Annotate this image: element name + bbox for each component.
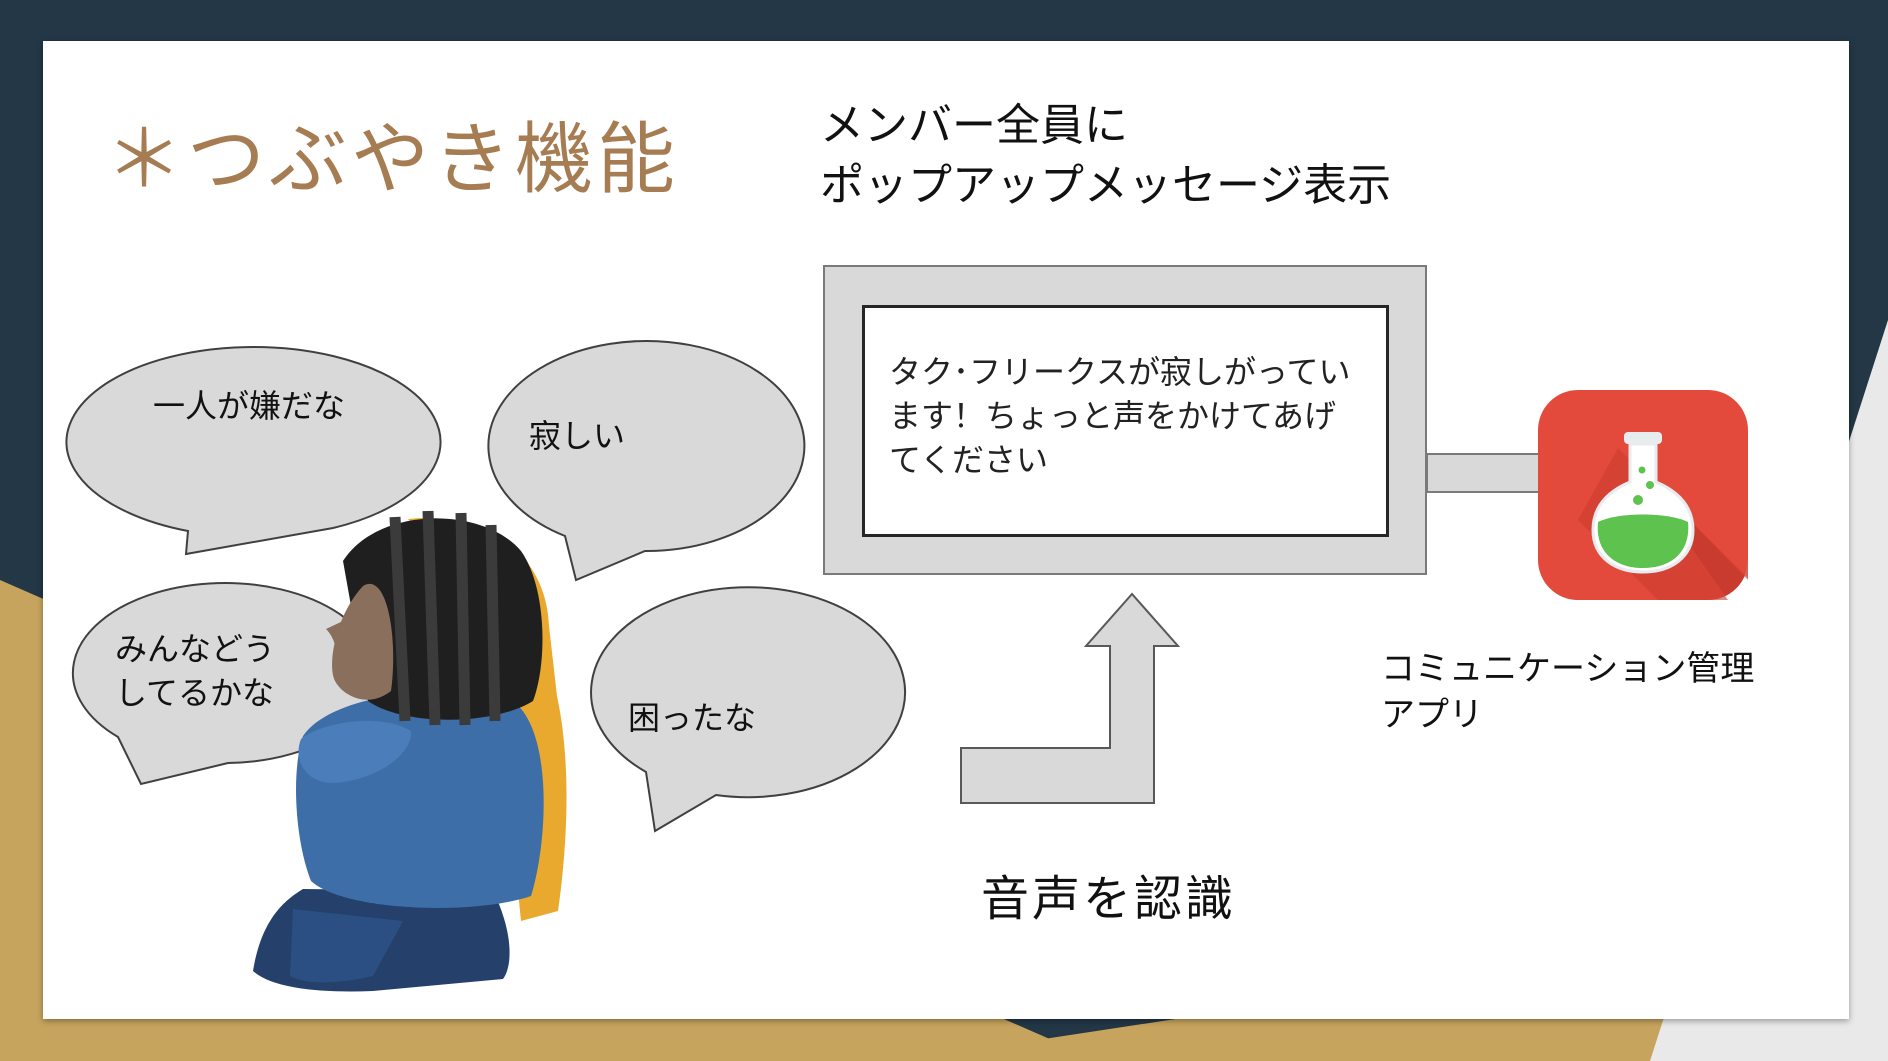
app-label: コミュニケーション管理 アプリ: [1381, 646, 1754, 738]
popup-message: タク･フリークスが寂しがっています！ちょっと声をかけてあげてください: [889, 353, 1351, 479]
bubble-text-alone: 一人が嫌だな: [153, 387, 346, 425]
app-label-line1: コミュニケーション管理: [1381, 649, 1755, 689]
popup-heading-line2: ポップアップメッセージ表示: [820, 160, 1392, 211]
slide: ＊つぶやき機能 メンバー全員に ポップアップメッセージ表示 一人が嫌だな 寂しい: [43, 41, 1849, 1019]
bubble-text-everyone: みんなどう してるかな: [115, 627, 275, 715]
voice-recognition-label: 音声を認識: [981, 871, 1237, 927]
voice-arrow: [960, 592, 1181, 804]
bubble-text-troubled: 困ったな: [628, 699, 757, 737]
popup-app-connector: [1426, 453, 1543, 493]
speech-bubble-lonely: [487, 340, 806, 582]
bubble-text-lonely: 寂しい: [529, 417, 626, 455]
popup-message-box: タク･フリークスが寂しがっています！ちょっと声をかけてあげてください: [862, 305, 1389, 537]
popup-heading: メンバー全員に ポップアップメッセージ表示: [820, 96, 1391, 216]
slide-title: ＊つぶやき機能: [105, 115, 680, 205]
speech-bubble-alone: [65, 346, 442, 556]
diagram-canvas: [65, 340, 1543, 992]
popup-window: タク･フリークスが寂しがっています！ちょっと声をかけてあげてください: [823, 265, 1427, 575]
bubble-text-everyone-line1: みんなどう: [115, 630, 276, 668]
app-label-line2: アプリ: [1381, 695, 1483, 735]
flask-icon: [1538, 390, 1748, 600]
popup-heading-line1: メンバー全員に: [820, 100, 1128, 151]
lonely-person-illustration: [253, 510, 567, 992]
bubble-text-everyone-line2: してるかな: [115, 674, 275, 712]
speech-bubble-troubled: [590, 586, 907, 833]
